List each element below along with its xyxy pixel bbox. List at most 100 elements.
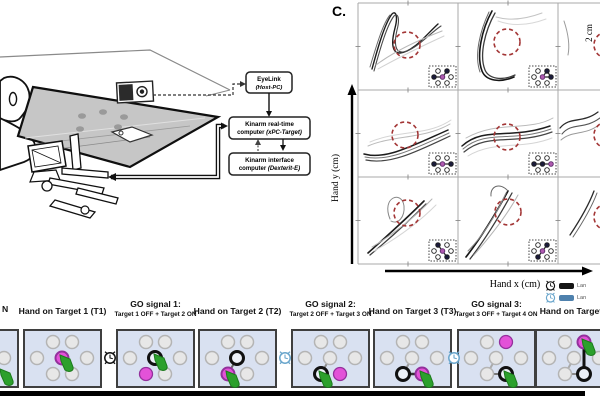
target-placeholder bbox=[220, 334, 236, 350]
inset-dot bbox=[535, 68, 541, 74]
hand-cursor-shape bbox=[153, 353, 168, 371]
legend-row-2: Lan bbox=[545, 292, 600, 303]
panel-c: C. Hand y (cm) Hand x (cm) 2 cm bbox=[330, 0, 600, 290]
trajectory-path bbox=[371, 198, 433, 248]
target-placeholder bbox=[541, 350, 557, 366]
target-off-ring bbox=[576, 366, 592, 382]
sequence-step-5 bbox=[373, 329, 452, 388]
target-off-ring bbox=[395, 366, 411, 382]
target-placeholder bbox=[204, 350, 220, 366]
hand-cursor-shape bbox=[503, 370, 518, 388]
panel-c-label: C. bbox=[332, 3, 346, 19]
intertrial-clock-icon bbox=[279, 351, 291, 365]
trajectory-path bbox=[478, 10, 515, 82]
inset-dot bbox=[548, 161, 554, 167]
legend-swatch-blue bbox=[559, 294, 574, 301]
inset-dot bbox=[544, 254, 550, 260]
clock-hands bbox=[550, 283, 553, 287]
svg-text:computer (xPC-Target): computer (xPC-Target) bbox=[237, 130, 302, 136]
clock-icon bbox=[545, 280, 556, 291]
inset-dot bbox=[444, 68, 450, 74]
sequence-inset bbox=[528, 152, 557, 175]
inset-dot bbox=[444, 254, 450, 260]
x-axis-label: Hand x (cm) bbox=[490, 279, 541, 290]
trajectory-path bbox=[373, 14, 442, 72]
sequence-inset bbox=[528, 239, 557, 262]
trajectory-path bbox=[490, 185, 509, 197]
landmark-circle bbox=[391, 121, 419, 149]
hand-cursor-icon bbox=[318, 370, 333, 388]
delay-legend: Lan Lan bbox=[545, 280, 600, 304]
trajectory-path bbox=[477, 11, 490, 73]
step-label: Hand on Target 2 (T2) bbox=[193, 306, 282, 316]
trajectory-path bbox=[469, 192, 513, 260]
target-placeholder bbox=[414, 334, 430, 350]
inset-dot bbox=[439, 74, 446, 80]
target-off-ring bbox=[229, 350, 245, 366]
sequence-step-0 bbox=[0, 329, 19, 388]
trajectory-cell-r1c2 bbox=[559, 111, 600, 147]
target-placeholder bbox=[379, 350, 395, 366]
target-placeholder bbox=[566, 350, 582, 366]
trajectory-path bbox=[375, 30, 443, 66]
eyelink-subtitle: (Host-PC) bbox=[256, 85, 283, 91]
go-signal-sublabel: Target 2 OFF + Target 3 ON bbox=[289, 311, 372, 318]
target-placeholder bbox=[297, 350, 313, 366]
clock-glyph bbox=[545, 280, 556, 291]
legend-row-1: Lan bbox=[545, 280, 600, 291]
landmark-circle bbox=[493, 123, 521, 151]
target-placeholder bbox=[557, 334, 573, 350]
inset-dot bbox=[544, 80, 550, 86]
step-label: Hand on Target 4 bbox=[539, 306, 600, 316]
eye-tracker-camera bbox=[115, 80, 155, 104]
realtime-title: Kinarm real-time bbox=[245, 121, 294, 128]
trajectory-path bbox=[387, 196, 405, 223]
hand-cursor-shape bbox=[0, 368, 14, 386]
clock-glyph bbox=[545, 292, 556, 303]
trajectory-path bbox=[467, 137, 553, 157]
inset-dot bbox=[435, 242, 441, 248]
clock-hands bbox=[453, 354, 457, 360]
go-signal-label: GO signal 1: bbox=[130, 299, 181, 309]
target-placeholder bbox=[429, 350, 445, 366]
hand-cursor-shape bbox=[59, 354, 74, 372]
trajectory-path bbox=[467, 192, 507, 252]
sequence-inset bbox=[428, 65, 457, 88]
trajectory-cell-r0c2 bbox=[563, 20, 600, 57]
trajectory-path bbox=[367, 123, 451, 147]
target-placeholder bbox=[64, 334, 80, 350]
target-placeholder bbox=[479, 366, 495, 382]
inset-dot bbox=[531, 248, 537, 254]
sequence-inset bbox=[428, 239, 457, 262]
trajectory-path bbox=[559, 111, 599, 129]
hand-cursor-icon bbox=[419, 370, 434, 388]
trajectory-cell-r0c0 bbox=[369, 12, 457, 88]
subject-figure bbox=[0, 75, 37, 171]
trajectory-path bbox=[363, 129, 449, 157]
trajectory-path bbox=[563, 20, 570, 56]
go-signal-label: GO signal 2: bbox=[305, 299, 356, 309]
inset-dot bbox=[535, 167, 541, 173]
inset-dot bbox=[539, 248, 546, 254]
trajectory-cell-r0c1 bbox=[477, 10, 557, 88]
arrows-realtime-interface bbox=[255, 139, 286, 151]
trajectory-cell-r2c2 bbox=[569, 190, 600, 238]
hand-effector bbox=[110, 126, 154, 143]
clock-hands bbox=[109, 354, 113, 360]
target-on bbox=[332, 366, 348, 382]
inset-dot bbox=[535, 242, 541, 248]
landmark-circle bbox=[493, 28, 521, 56]
inset-dot bbox=[444, 242, 450, 248]
scale-bar-label: 2 cm bbox=[584, 24, 594, 42]
arrow-eyelink-realtime bbox=[266, 93, 272, 117]
inset-dot bbox=[444, 155, 450, 161]
target-placeholder bbox=[322, 350, 338, 366]
svg-text:computer (Dexterit-E): computer (Dexterit-E) bbox=[239, 166, 300, 172]
inset-dot bbox=[448, 74, 454, 80]
target-placeholder bbox=[254, 350, 270, 366]
eyelink-title: EyeLink bbox=[257, 76, 281, 83]
hand-cursor-shape bbox=[419, 370, 434, 388]
clock-bells bbox=[448, 351, 460, 365]
inset-dot bbox=[439, 248, 446, 254]
apparatus-illustration: EyeLink (Host-PC) Kinarm real-time compu… bbox=[0, 49, 311, 219]
